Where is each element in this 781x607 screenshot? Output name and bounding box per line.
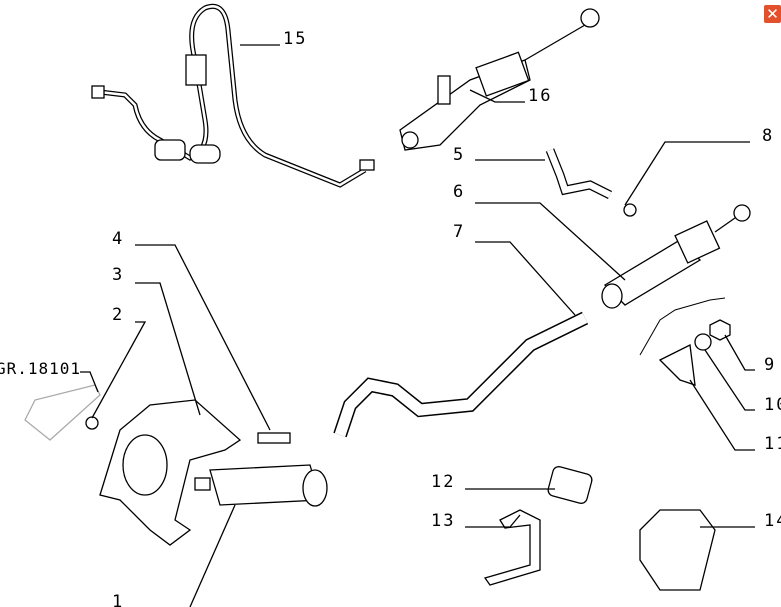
boot-14 (639, 509, 716, 591)
label-13: 13 (431, 511, 456, 531)
pipe-15 (99, 3, 367, 188)
bracket-13 (483, 509, 541, 586)
label-3: 3 (112, 265, 125, 285)
label-1: 1 (112, 592, 125, 607)
label-7: 7 (453, 222, 466, 242)
label-14: 14 (764, 511, 781, 531)
label-11: 11 (764, 434, 781, 454)
close-icon[interactable]: ✕ (764, 5, 781, 23)
group-reference: GR.18101 (0, 359, 82, 378)
label-8: 8 (762, 126, 775, 146)
label-2: 2 (112, 305, 125, 325)
label-10: 10 (764, 395, 781, 415)
bracket-3 (99, 399, 242, 546)
label-12: 12 (431, 472, 456, 492)
label-9: 9 (764, 355, 777, 375)
label-15: 15 (283, 29, 308, 49)
label-5: 5 (453, 145, 466, 165)
label-16: 16 (528, 86, 553, 106)
label-6: 6 (453, 182, 466, 202)
label-4: 4 (112, 229, 125, 249)
